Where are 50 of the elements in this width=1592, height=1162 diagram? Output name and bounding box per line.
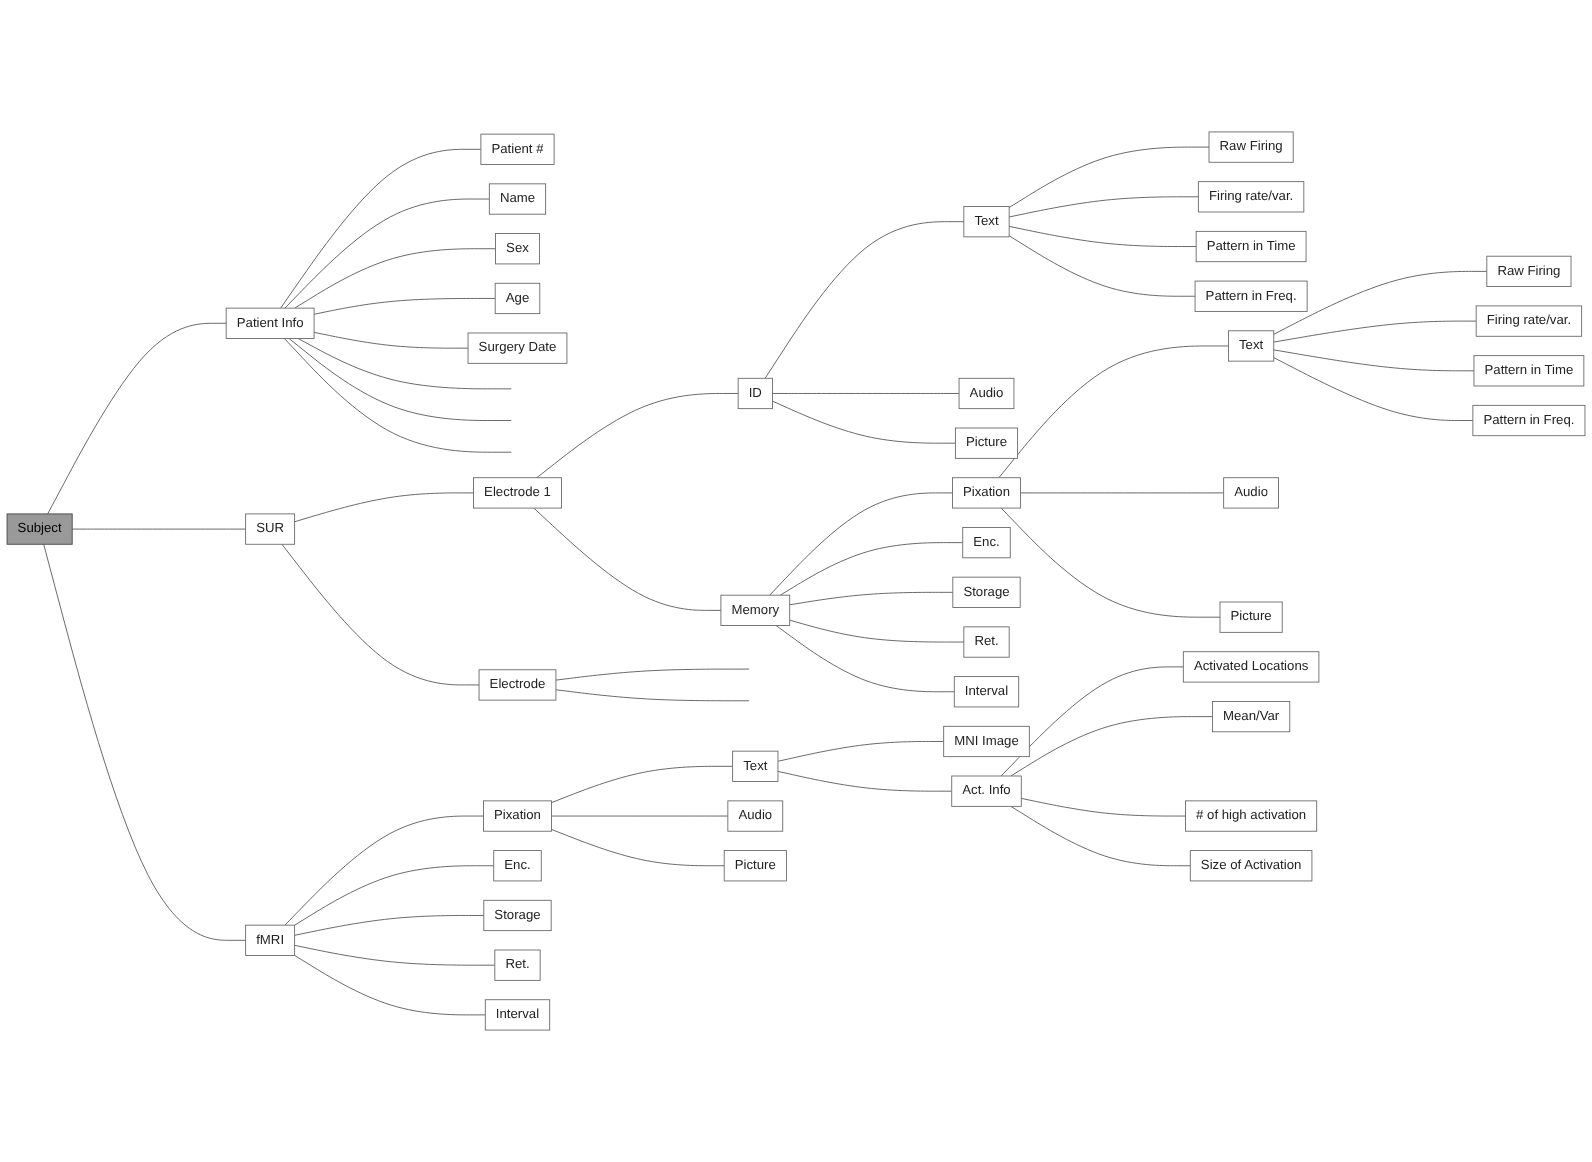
connector-line	[313, 298, 496, 315]
connector-line	[1020, 492, 1225, 494]
connector-line	[775, 625, 955, 693]
connector-line	[789, 619, 965, 643]
connector-line	[294, 248, 496, 309]
connector-line	[280, 148, 482, 309]
connector-line	[1008, 225, 1197, 247]
connector-line	[1000, 666, 1184, 777]
connector-line	[777, 741, 945, 762]
connector-line	[288, 338, 512, 421]
connector-line	[281, 543, 480, 686]
connector-line	[283, 338, 512, 453]
connector-line	[313, 331, 469, 349]
connector-line	[551, 829, 725, 867]
connector-line	[1008, 235, 1196, 297]
connector-line	[1010, 805, 1191, 867]
connector-line	[551, 815, 729, 817]
connector-line	[1273, 357, 1474, 421]
connector-line	[284, 198, 490, 309]
connector-line	[764, 221, 965, 379]
connector-line	[294, 955, 486, 1016]
connector-line	[1000, 507, 1221, 618]
connector-line	[533, 507, 722, 611]
connector-line	[998, 345, 1229, 479]
connector-line	[1273, 349, 1475, 372]
connector-line	[1273, 320, 1477, 343]
connector-line	[1273, 270, 1488, 335]
connector-line	[769, 492, 953, 596]
connector-line	[777, 770, 953, 792]
connector-line	[1020, 797, 1186, 817]
connector-line	[772, 393, 960, 394]
connector-line	[294, 944, 496, 966]
connector-line	[1010, 716, 1213, 777]
connector-line	[536, 393, 739, 479]
connector-line	[555, 668, 750, 681]
connector-line	[297, 338, 512, 390]
connector-line	[43, 543, 247, 941]
connector-line	[779, 542, 964, 596]
connector-line	[789, 591, 954, 606]
connector-line	[294, 865, 495, 926]
connector-line	[71, 528, 247, 530]
connector-line	[294, 492, 474, 523]
connector-line	[555, 689, 750, 702]
connector-line	[772, 400, 956, 444]
connector-line	[1008, 196, 1199, 218]
connector-line	[1008, 146, 1210, 208]
connector-line	[551, 765, 734, 804]
connector-line	[284, 815, 484, 926]
connector-line	[294, 915, 485, 936]
connector-line	[47, 322, 227, 515]
